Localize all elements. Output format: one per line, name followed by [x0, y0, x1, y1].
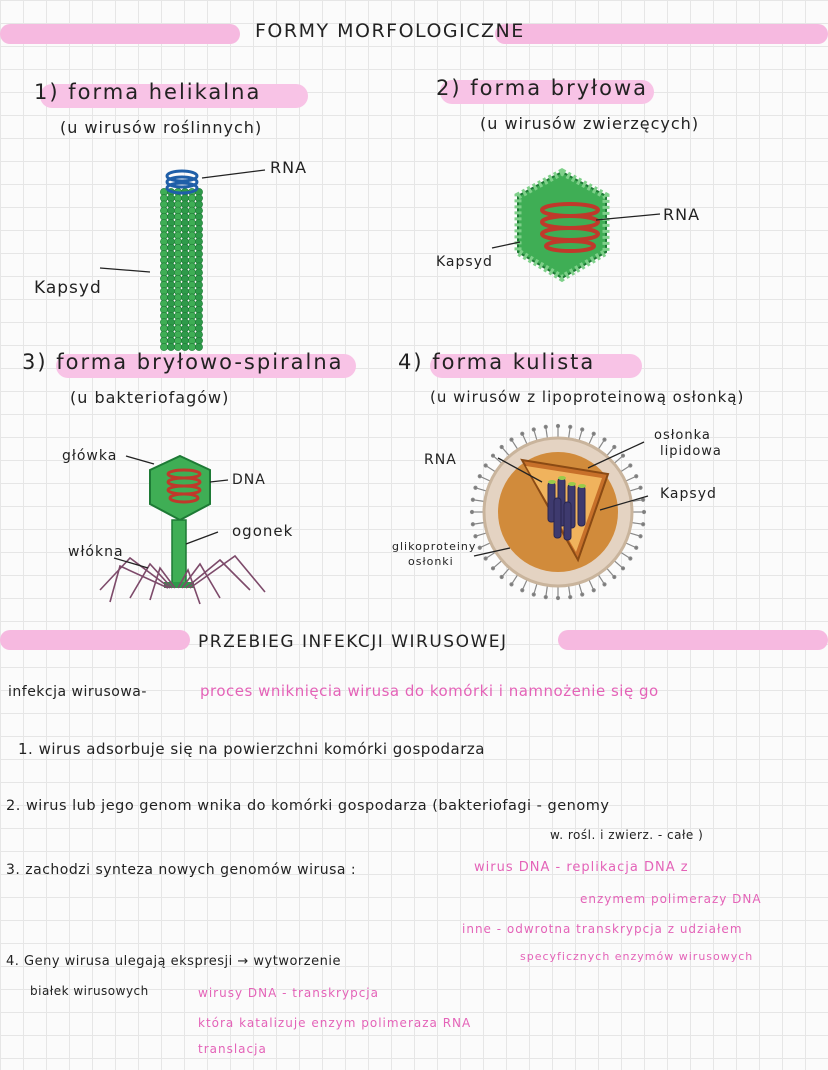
form4-envelope-label-1: osłonka — [654, 428, 711, 443]
form1-heading: 1) forma helikalna — [34, 80, 262, 104]
form3-tail-label: ogonek — [232, 522, 294, 540]
helical-rna-coil — [165, 169, 199, 195]
form1-heading-highlight — [40, 84, 308, 108]
enveloped-virus-diagram — [469, 423, 649, 601]
phage-head — [149, 454, 211, 522]
polyhedral-rna-coil — [540, 202, 600, 253]
form3-head-label: główka — [62, 448, 118, 464]
step3-pink-4: specyficznych enzymów wirusowych — [520, 950, 754, 963]
form1-subtitle: (u wirusów roślinnych) — [60, 118, 263, 137]
definition-text: proces wniknięcia wirusa do komórki i na… — [200, 682, 659, 700]
form2-capsid-label: Kapsyd — [436, 254, 493, 270]
step4-pink-3: translacja — [198, 1042, 267, 1056]
title-highlight-right — [495, 24, 828, 44]
form1-rna-label: RNA — [270, 158, 308, 177]
step3-pink-3: inne - odwrotna transkrypcja z udziałem — [462, 922, 743, 936]
bacteriophage-diagram — [99, 454, 266, 605]
helical-capsid — [160, 188, 203, 351]
helical-virus-diagram — [99, 169, 266, 351]
title-highlight-left — [0, 24, 240, 44]
form2-rna-label: RNA — [663, 205, 701, 224]
page-title: FORMY MORFOLOGICZNE — [255, 20, 525, 42]
form3-heading-highlight — [56, 354, 356, 378]
form4-glyco-label-2: osłonki — [408, 555, 454, 568]
section2-highlight-right — [558, 630, 828, 650]
envelope-glycoprotein-spikes — [469, 423, 647, 601]
form2-subtitle: (u wirusów zwierzęcych) — [480, 114, 700, 133]
form3-dna-label: DNA — [232, 472, 266, 488]
form1-capsid-label: Kapsyd — [34, 278, 102, 298]
step1: 1. wirus adsorbuje się na powierzchni ko… — [18, 740, 485, 758]
step2-line2: w. rośl. i zwierz. - całe ) — [550, 828, 704, 842]
form4-glyco-label-1: glikoproteiny — [392, 540, 477, 553]
form3-heading: 3) forma bryłowo-spiralna — [22, 350, 344, 374]
section2-title: PRZEBIEG INFEKCJI WIRUSOWEJ — [198, 632, 508, 652]
form2-heading: 2) forma bryłowa — [436, 76, 648, 100]
form3-fibers-label: włókna — [68, 544, 124, 560]
step3-pink-1: wirus DNA - replikacja DNA z — [474, 860, 689, 875]
definition-term: infekcja wirusowa- — [8, 684, 147, 700]
step3: 3. zachodzi synteza nowych genomów wirus… — [6, 862, 357, 878]
step3-pink-2: enzymem polimerazy DNA — [580, 892, 762, 906]
form4-heading: 4) forma kulista — [398, 350, 596, 374]
phage-tail-fibers — [99, 554, 266, 605]
form4-rna-label: RNA — [424, 452, 457, 468]
form4-capsid-label: Kapsyd — [660, 486, 717, 502]
step4-line1: 4. Geny wirusa ulegają ekspresji → wytwo… — [6, 954, 341, 969]
form3-subtitle: (u bakteriofagów) — [70, 388, 230, 407]
phage-dna-coil — [166, 468, 202, 504]
step4-pink-1: wirusy DNA - transkrypcja — [198, 986, 379, 1000]
form4-envelope-label-2: lipidowa — [660, 444, 722, 459]
step4-line2: białek wirusowych — [30, 984, 149, 998]
section2-highlight-left — [0, 630, 190, 650]
step2-line1: 2. wirus lub jego genom wnika do komórki… — [6, 798, 610, 814]
step4-pink-2: która katalizuje enzym polimeraza RNA — [198, 1016, 472, 1030]
form4-subtitle: (u wirusów z lipoproteinową osłonką) — [430, 388, 745, 406]
polyhedral-virus-diagram — [491, 168, 661, 283]
form4-heading-highlight — [430, 354, 642, 378]
form2-heading-highlight — [440, 80, 654, 104]
